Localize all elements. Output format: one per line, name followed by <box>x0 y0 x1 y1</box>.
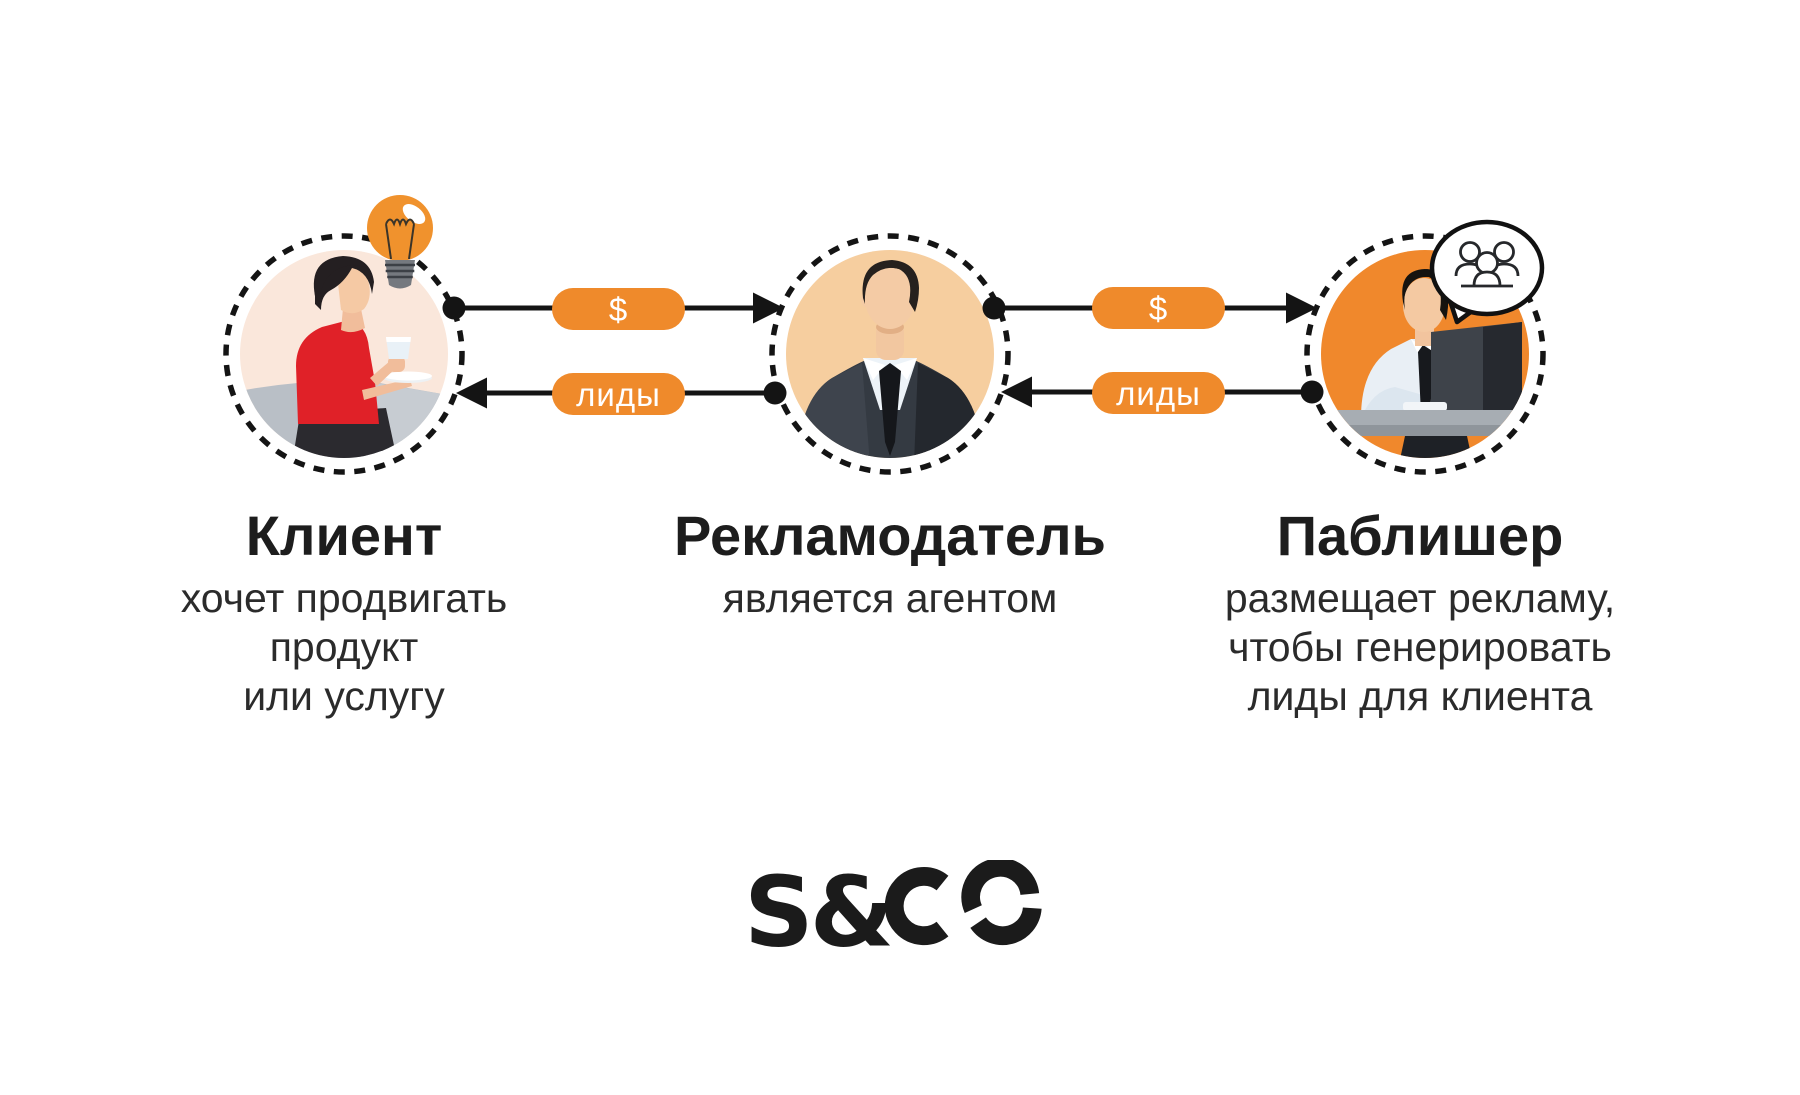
leads-badge-publisher-advertiser: лиды <box>1092 372 1225 414</box>
caption-client: Клиент хочет продвигать продукт или услу… <box>64 504 624 721</box>
speech-bubble-people-icon <box>1429 219 1545 325</box>
publisher-description-line: размещает рекламу, <box>1224 575 1616 621</box>
advertiser-description-line: является агентом <box>722 575 1058 621</box>
advertiser-title: Рекламодатель <box>674 504 1106 567</box>
publisher-description-line: чтобы генерировать <box>1228 624 1612 670</box>
client-description-line: продукт <box>269 624 419 670</box>
logo-letter-c <box>884 867 949 945</box>
caption-publisher: Паблишер размещает рекламу, чтобы генери… <box>1140 504 1700 721</box>
money-badge-label: $ <box>608 290 629 328</box>
client-persona-illustration <box>223 195 465 475</box>
money-badge-advertiser-publisher: $ <box>1092 287 1225 329</box>
advertiser-persona-illustration <box>769 233 1011 475</box>
client-description-line: хочет продвигать <box>180 575 508 621</box>
client-dashed-circle <box>223 233 465 475</box>
leads-badge-label: лиды <box>1116 374 1201 412</box>
logo-letter-o <box>961 857 1042 946</box>
client-description-line: или услугу <box>243 673 445 719</box>
company-logo-graphic: S& <box>744 856 1042 969</box>
publisher-dashed-circle <box>1304 233 1546 475</box>
publisher-description-line: лиды для клиента <box>1247 673 1593 719</box>
logo-text-prefix: S& <box>744 860 891 960</box>
publisher-title: Паблишер <box>1276 504 1564 567</box>
money-badge-label: $ <box>1148 289 1169 327</box>
caption-advertiser: Рекламодатель является агентом <box>610 504 1170 623</box>
leads-badge-advertiser-client: лиды <box>552 373 685 415</box>
publisher-persona-illustration <box>1304 219 1546 475</box>
leads-badge-label: лиды <box>576 375 661 413</box>
company-logo: S& <box>744 856 1060 969</box>
advertiser-dashed-circle <box>769 233 1011 475</box>
lightbulb-icon <box>367 195 433 289</box>
client-title: Клиент <box>245 504 443 567</box>
money-badge-client-advertiser: $ <box>552 288 685 330</box>
